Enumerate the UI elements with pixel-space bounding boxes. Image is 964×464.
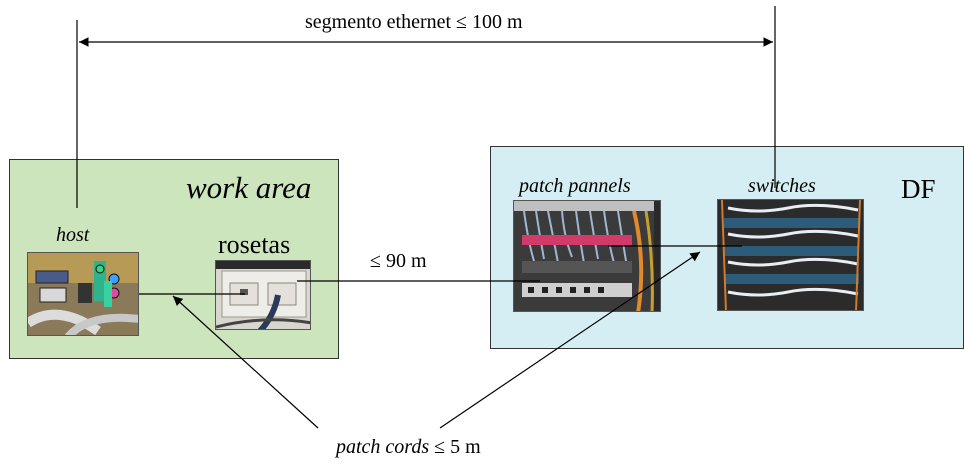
- patch-cord-arrow-left: [172, 295, 319, 429]
- switches-label: switches: [748, 175, 816, 197]
- patch-cord-arrow-right: [439, 251, 701, 429]
- patch-panel-photo: [513, 200, 661, 312]
- patch-pannels-label: patch pannels: [519, 175, 631, 197]
- roseta-photo: [215, 260, 311, 330]
- rosetas-label: rosetas: [218, 230, 291, 259]
- patch-cords-label: patch cords ≤ 5 m: [336, 437, 481, 457]
- segment-label: segmento ethernet ≤ 100 m: [305, 11, 523, 33]
- switches-photo: [717, 199, 864, 311]
- work-area-title: work area: [186, 170, 312, 205]
- df-title: DF: [901, 174, 936, 204]
- host-label: host: [56, 224, 90, 246]
- ninety-meter-label: ≤ 90 m: [370, 250, 427, 272]
- host-photo: [27, 252, 139, 336]
- patch-cords-italic: patch cords: [336, 436, 430, 458]
- patch-cords-suffix: ≤ 5 m: [429, 436, 481, 458]
